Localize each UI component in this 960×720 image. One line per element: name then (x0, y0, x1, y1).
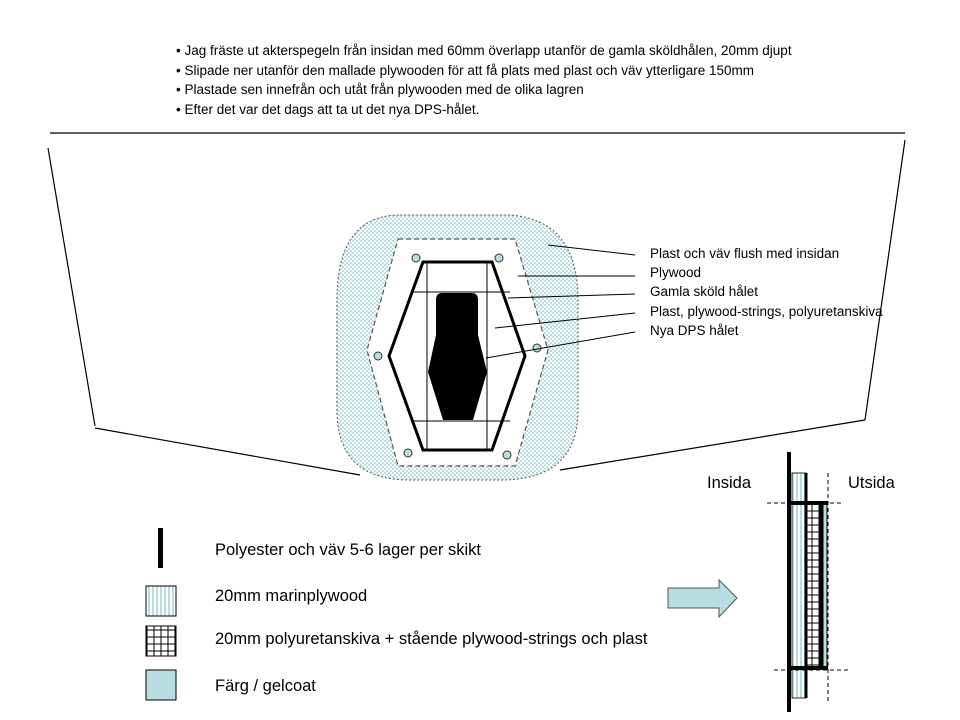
callout-old-hole: Gamla sköld hålet (650, 284, 759, 299)
note-item: • Efter det var det dags att ta ut det n… (176, 101, 480, 117)
callout-new-hole: Nya DPS hålet (650, 323, 739, 338)
legend-label-polyester: Polyester och väv 5-6 lager per skikt (215, 541, 481, 559)
note-item: • Jag fräste ut akterspegeln från insida… (176, 43, 792, 58)
legend-label-gelcoat: Färg / gelcoat (215, 677, 316, 695)
notes-list: • Jag fräste ut akterspegeln från insida… (176, 41, 792, 119)
callout-fiberglass: Plast och väv flush med insidan (650, 246, 840, 261)
note-item: • Plastade sen innefrån och utåt från pl… (176, 82, 584, 97)
legend-label-polyurethane: 20mm polyuretanskiva + stående plywood-s… (215, 630, 648, 648)
legend-black-bar-icon (158, 528, 163, 568)
new-dps-hole (428, 293, 487, 420)
bolt-holes (373, 253, 542, 460)
outside-label: Utsida (848, 474, 895, 492)
legend-plywood-swatch-icon (145, 585, 177, 617)
right-arrow-icon (667, 578, 738, 619)
cross-section (767, 452, 850, 712)
note-item: • Slipade ner utanför den mallade plywoo… (176, 62, 755, 78)
callout-leader-lines (485, 244, 636, 359)
strings-grid-lines (413, 262, 510, 450)
legend-label-plywood: 20mm marinplywood (215, 587, 368, 605)
inside-label: Insida (707, 474, 752, 492)
transom-outline (47, 132, 906, 476)
legend-grid-swatch-icon (145, 625, 177, 657)
callout-plywood: Plywood (650, 265, 702, 280)
legend-gelcoat-swatch-icon (145, 669, 177, 701)
callout-layers: Plast, plywood-strings, polyuretanskiva (650, 304, 883, 319)
